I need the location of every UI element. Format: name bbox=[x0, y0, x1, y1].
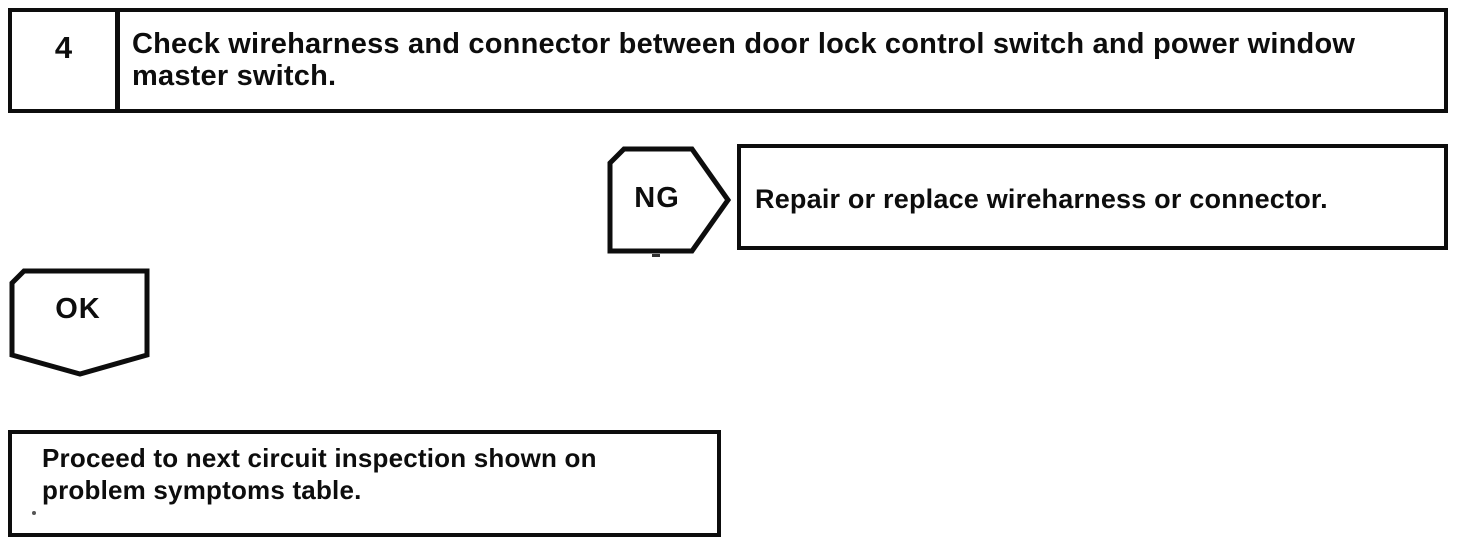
ng-action-text: Repair or replace wireharness or connect… bbox=[755, 183, 1328, 214]
scan-speck bbox=[652, 254, 660, 257]
step-box: 4 Check wireharness and connector betwee… bbox=[8, 8, 1448, 113]
ng-label: NG bbox=[634, 181, 680, 214]
scan-speck bbox=[32, 511, 36, 515]
ng-arrow-shape bbox=[607, 146, 731, 254]
ok-action-box: Proceed to next circuit inspection shown… bbox=[8, 430, 721, 537]
ok-action-text: Proceed to next circuit inspection shown… bbox=[42, 443, 597, 505]
step-instruction-text: Check wireharness and connector between … bbox=[132, 28, 1356, 92]
ng-action-box: Repair or replace wireharness or connect… bbox=[737, 144, 1448, 250]
ok-arrow-shape bbox=[9, 268, 150, 377]
step-number: 4 bbox=[12, 12, 120, 109]
ok-label: OK bbox=[55, 292, 101, 325]
